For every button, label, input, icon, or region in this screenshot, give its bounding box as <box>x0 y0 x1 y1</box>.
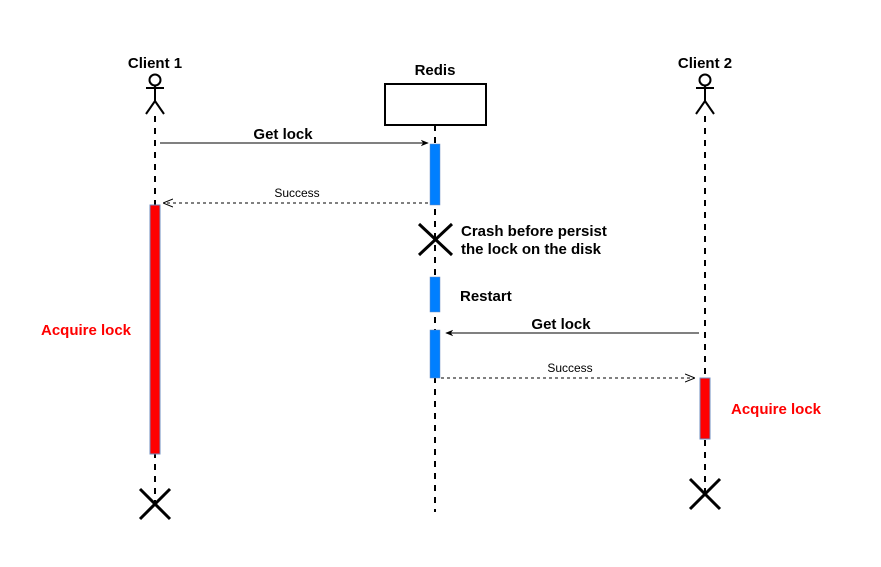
activation-redis-2 <box>429 329 441 379</box>
activation-redis-1 <box>429 143 441 206</box>
message-label-success-2: Success <box>547 361 592 375</box>
participant-box-redis <box>384 83 487 126</box>
activation-client1 <box>149 204 161 455</box>
destroy-icon-client2 <box>688 477 722 511</box>
note-acquire-lock-client2: Acquire lock <box>731 401 822 418</box>
actor-icon-client2 <box>695 73 715 115</box>
actor-icon-client1 <box>145 73 165 115</box>
note-crash-line2: the lock on the disk <box>461 241 602 258</box>
destroy-icon-client1 <box>138 487 172 521</box>
message-label-get-lock-1: Get lock <box>253 126 313 143</box>
participant-label-client2: Client 2 <box>678 55 732 72</box>
note-restart: Restart <box>460 288 512 305</box>
note-crash-line1: Crash before persist <box>461 223 607 240</box>
destroy-icon-redis-crash <box>417 222 454 257</box>
message-label-get-lock-2: Get lock <box>531 316 591 333</box>
activation-client2 <box>699 377 711 440</box>
participant-label-client1: Client 1 <box>128 55 182 72</box>
activation-redis-restart <box>429 276 441 313</box>
note-acquire-lock-client1: Acquire lock <box>41 322 132 339</box>
participant-label-redis: Redis <box>415 62 456 79</box>
message-label-success-1: Success <box>274 186 319 200</box>
